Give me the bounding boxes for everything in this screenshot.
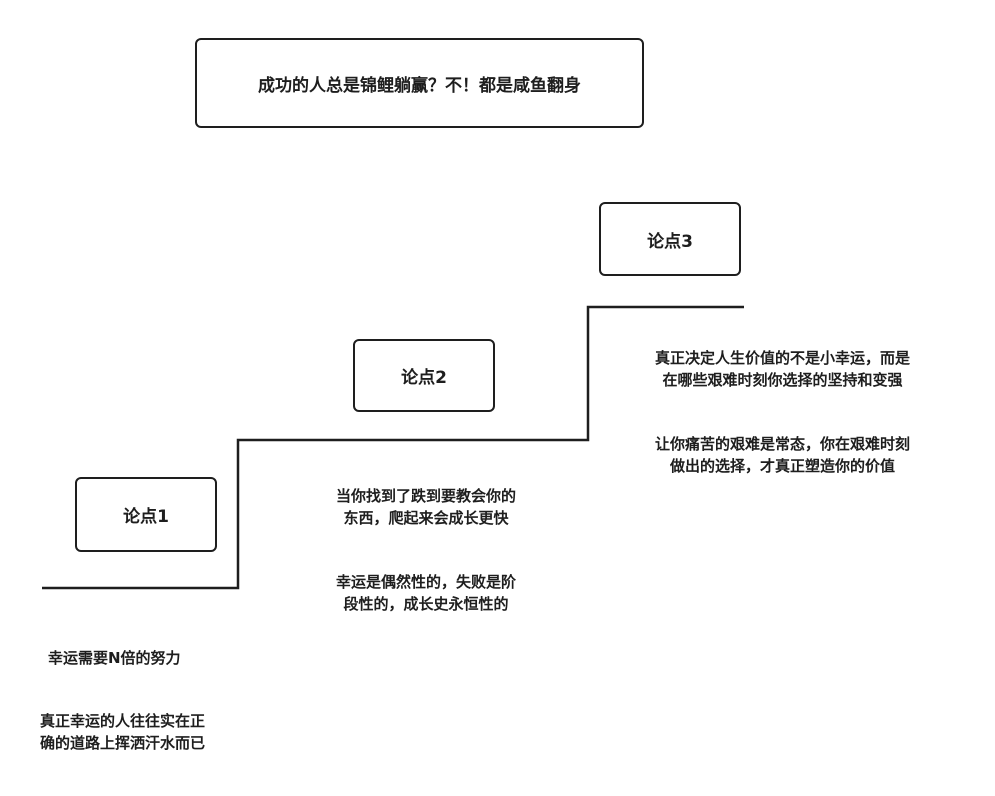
point-1-text-1: 幸运需要N倍的努力 [48,649,181,667]
title-box: 成功的人总是锦鲤躺赢？不！都是咸鱼翻身 [195,38,644,128]
point-2-label: 论点2 [401,368,447,388]
point-1-box: 论点1 [75,477,217,552]
point-3-text-1: 真正决定人生价值的不是小幸运，而是 在哪些艰难时刻你选择的坚持和变强 [654,349,910,389]
point-1-text-2: 真正幸运的人往往实在正 确的道路上挥洒汗水而已 [40,712,206,752]
point-2-text-1: 当你找到了跌到要教会你的 东西，爬起来会成长更快 [335,487,516,527]
point-1-label: 论点1 [123,507,169,527]
staircase-path [42,305,744,590]
point-3-box: 论点3 [599,202,741,276]
point-2-text-2: 幸运是偶然性的，失败是阶 段性的，成长史永恒性的 [335,573,516,613]
point-3-label: 论点3 [647,231,693,252]
point-3-text-2: 让你痛苦的艰难是常态，你在艰难时刻 做出的选择，才真正塑造你的价值 [654,435,910,475]
title-text: 成功的人总是锦鲤躺赢？不！都是咸鱼翻身 [258,75,581,96]
point-2-box: 论点2 [353,339,495,412]
